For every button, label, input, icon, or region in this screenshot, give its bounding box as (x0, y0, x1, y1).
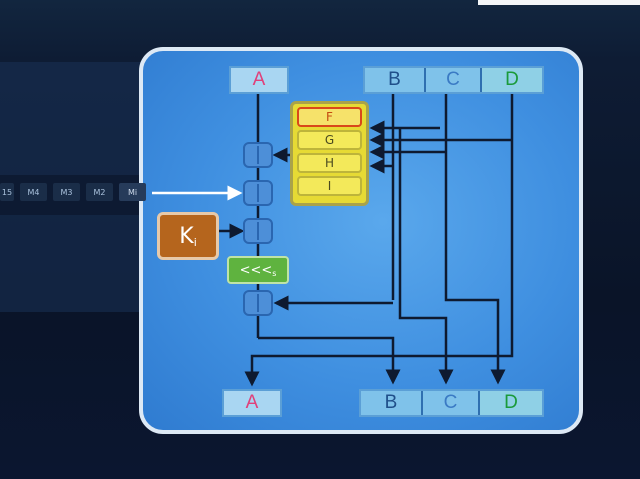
adder-2 (243, 180, 273, 206)
function-i: I (297, 176, 362, 196)
register-b-bottom: B (361, 391, 423, 415)
function-h: H (297, 153, 362, 173)
registers-bcd-top: B C D (363, 66, 544, 94)
left-rotate-box: <<<s (227, 256, 289, 284)
register-c-top: C (426, 68, 482, 92)
registers-bcd-bottom: B C D (359, 389, 544, 417)
register-c-bottom: C (423, 391, 480, 415)
message-block-row: 15 M4 M3 M2 Mi (0, 183, 152, 201)
register-b-top: B (365, 68, 426, 92)
constant-k-subscript: i (193, 235, 197, 249)
function-f: F (297, 107, 362, 127)
message-block-current: Mi (119, 183, 146, 201)
register-d-top: D (482, 68, 542, 92)
register-a-top: A (229, 66, 289, 94)
round-function-box: F G H I (290, 101, 369, 206)
register-d-bottom: D (480, 391, 542, 415)
message-block: M3 (53, 183, 80, 201)
message-block: M4 (20, 183, 47, 201)
left-rotate-label: <<< (239, 262, 273, 278)
function-g: G (297, 130, 362, 150)
adder-3 (243, 218, 273, 244)
constant-k-label: K (179, 223, 194, 249)
register-a-bottom: A (222, 389, 282, 417)
top-edge-strip (478, 0, 640, 5)
message-block: M2 (86, 183, 113, 201)
message-block: 15 (0, 183, 14, 201)
left-rotate-subscript: s (272, 268, 277, 278)
adder-4 (243, 290, 273, 316)
adder-1 (243, 142, 273, 168)
